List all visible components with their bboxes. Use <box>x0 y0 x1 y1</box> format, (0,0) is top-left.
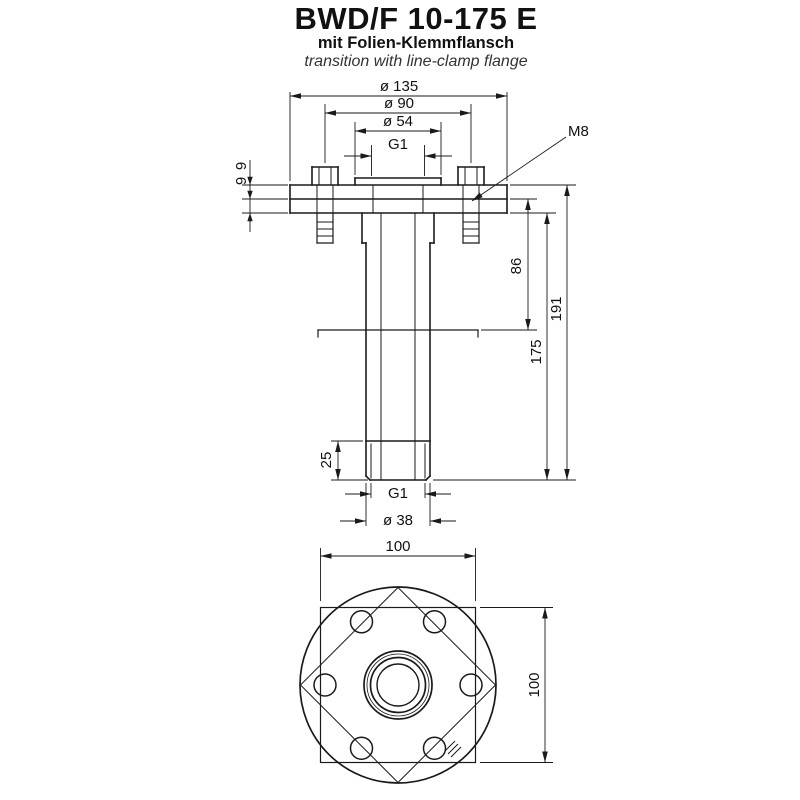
clamp-bolts <box>311 166 485 244</box>
flange-plates <box>289 177 508 214</box>
thread-top-label: G1 <box>388 136 408 153</box>
clamp-plate-diamond <box>299 586 497 784</box>
title-block: BWD/F 10-175 E mit Folien-Klemmflansch t… <box>294 1 537 70</box>
dim-diameter-90-label: ø 90 <box>384 95 414 112</box>
front-view: ø 135 ø 90 ø 54 G1 M8 9 9 86 <box>233 78 589 529</box>
dim-diameter-38-label: ø 38 <box>383 512 413 529</box>
dim-diameter-135-label: ø 135 <box>380 78 418 95</box>
dim-diameter-54-label: ø 54 <box>383 113 413 130</box>
hatch-mark <box>444 740 462 758</box>
page-title: BWD/F 10-175 E <box>294 1 537 36</box>
thread-bottom-label: G1 <box>388 485 408 502</box>
pipe-body <box>361 212 435 482</box>
right-height-dimensions: 86 175 191 <box>433 184 576 481</box>
dim-plate2-thickness-label: 9 <box>233 177 250 185</box>
clamped-foil-line <box>317 329 479 338</box>
dim-191-label: 191 <box>548 296 565 321</box>
dim-175-label: 175 <box>528 339 545 364</box>
dim-86-label: 86 <box>508 258 525 275</box>
center-bore-rings <box>363 650 433 720</box>
left-plate-thickness-dimensions: 9 9 <box>233 160 288 232</box>
bolt-holes <box>313 610 483 760</box>
bottom-view-dimensions: 100 100 <box>320 538 553 763</box>
dim-width-100-label: 100 <box>385 538 410 555</box>
subtitle-german: mit Folien-Klemmflansch <box>318 34 514 52</box>
thread-length-dimension: 25 <box>318 440 368 481</box>
top-diameter-dimensions: ø 135 ø 90 ø 54 G1 M8 <box>289 78 589 202</box>
subtitle-english: transition with line-clamp flange <box>304 53 527 70</box>
dim-plate1-thickness-label: 9 <box>233 162 250 170</box>
bottom-thread-dimensions: G1 ø 38 <box>340 483 456 529</box>
bottom-view: 100 100 <box>299 538 553 784</box>
dim-height-100-label: 100 <box>526 672 543 697</box>
flange-outline-circle <box>299 586 497 784</box>
dim-25-label: 25 <box>318 452 335 469</box>
square-clamp-plate <box>319 606 477 764</box>
bolt-size-label: M8 <box>568 123 589 140</box>
